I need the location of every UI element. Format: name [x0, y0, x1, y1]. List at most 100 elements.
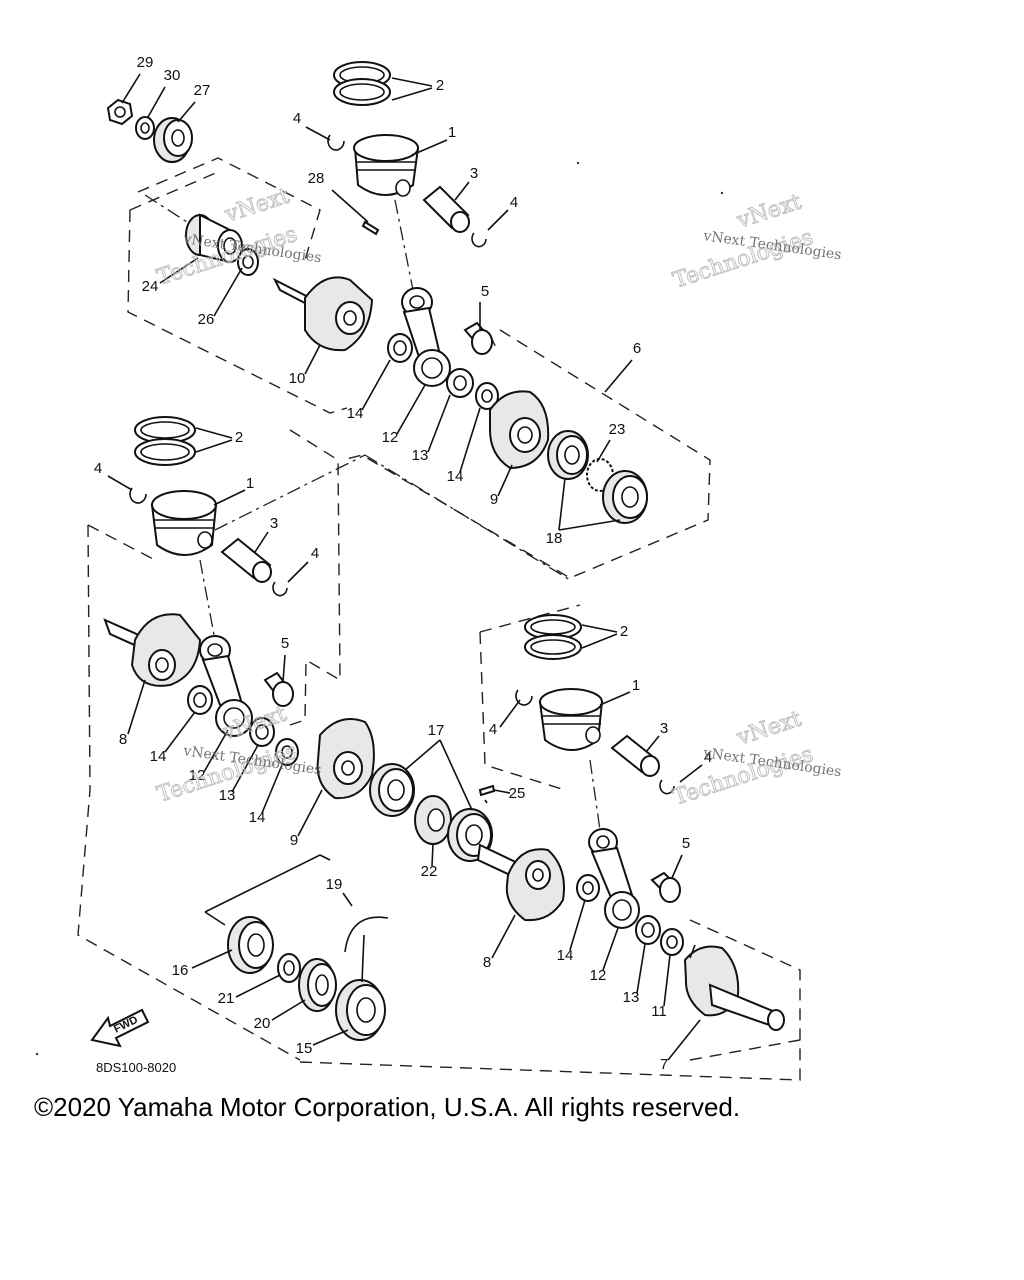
right-cylinder-parts — [515, 614, 681, 929]
callout-20: 20 — [254, 1015, 271, 1032]
circlip-19 — [344, 916, 389, 953]
crank-7 — [683, 944, 785, 1031]
leader-lines — [107, 73, 703, 1061]
callout-21: 21 — [218, 990, 235, 1007]
callout-14: 14 — [447, 468, 464, 485]
bearing-18-a — [547, 430, 589, 480]
callout-26: 26 — [198, 311, 215, 328]
piston-rings-2-mid — [134, 416, 196, 466]
callout-19: 19 — [326, 876, 343, 893]
connecting-rod-12-right — [588, 828, 640, 929]
callout-13: 13 — [623, 989, 640, 1006]
callout-28: 28 — [308, 170, 325, 187]
piston-1-mid — [150, 490, 218, 556]
piston-1-top — [353, 134, 420, 197]
callout-25: 25 — [509, 785, 526, 802]
clip-4-mid-b — [272, 581, 288, 597]
callout-22: 22 — [421, 863, 438, 880]
nut-29 — [106, 98, 134, 126]
top-cylinder-parts — [106, 61, 648, 524]
callout-5: 5 — [481, 283, 489, 300]
callout-4: 4 — [293, 110, 301, 127]
bearing-24 — [185, 213, 243, 264]
bearing-18-b — [602, 470, 648, 524]
oil-seal-27 — [153, 117, 193, 163]
callout-4: 4 — [704, 749, 712, 766]
callout-6: 6 — [633, 340, 641, 357]
callout-30: 30 — [164, 67, 181, 84]
washer-30 — [135, 116, 155, 140]
crank-9-top — [489, 390, 550, 470]
piston-rings-2-top — [333, 61, 391, 106]
piston-pin-3-top — [422, 185, 470, 233]
copyright-notice: ©2020 Yamaha Motor Corporation, U.S.A. A… — [34, 1092, 741, 1122]
crank-8-mid — [103, 613, 202, 687]
alignment-lines — [144, 194, 601, 831]
callout-1: 1 — [246, 475, 254, 492]
callout-13: 13 — [219, 787, 236, 804]
callout-3: 3 — [470, 165, 478, 182]
clip-4-top-b — [471, 232, 487, 248]
callout-8: 8 — [483, 954, 491, 971]
key-28 — [361, 220, 380, 236]
callout-4: 4 — [489, 721, 497, 738]
callout-3: 3 — [270, 515, 278, 532]
callout-4: 4 — [311, 545, 319, 562]
seal-26 — [237, 248, 259, 276]
bearing-5-mid — [263, 671, 294, 707]
bearing-5-right — [650, 871, 681, 903]
callout-15: 15 — [296, 1040, 313, 1057]
crank-10 — [272, 276, 374, 352]
callout-2: 2 — [235, 429, 243, 446]
callout-4: 4 — [510, 194, 518, 211]
callout-2: 2 — [620, 623, 628, 640]
assembly-outlines — [77, 157, 801, 1081]
lower-crank-parts — [227, 843, 785, 1041]
watermark-text: vNext — [733, 707, 805, 752]
callout-27: 27 — [194, 82, 211, 99]
forward-arrow-icon: FWD — [90, 1008, 150, 1048]
clip-4-top-a — [327, 134, 345, 151]
connecting-rod-12-mid — [199, 635, 253, 737]
watermark-text: vNext — [733, 190, 805, 235]
callout-18: 18 — [546, 530, 563, 547]
callout-17: 17 — [428, 722, 445, 739]
watermark-group: vNext Technologies vNext Technologies vN… — [154, 183, 843, 811]
callout-14: 14 — [347, 405, 364, 422]
callout-16: 16 — [172, 962, 189, 979]
callout-5: 5 — [682, 835, 690, 852]
crank-9-mid — [316, 718, 375, 800]
callout-12: 12 — [189, 767, 206, 784]
middle-cylinder-parts — [103, 416, 496, 862]
callout-13: 13 — [412, 447, 429, 464]
callout-14: 14 — [150, 748, 167, 765]
clip-4-right-b — [659, 779, 675, 795]
bearing-5-top — [463, 321, 493, 355]
callout-1: 1 — [632, 677, 640, 694]
callout-7: 7 — [660, 1056, 668, 1073]
callout-1: 1 — [448, 124, 456, 141]
piston-rings-2-right — [524, 614, 582, 660]
callout-23: 23 — [609, 421, 626, 438]
crank-8-lower — [476, 843, 565, 922]
clip-4-mid-a — [129, 487, 147, 504]
piston-pin-3-right — [610, 734, 660, 777]
callout-14: 14 — [249, 809, 266, 826]
pin-25 — [478, 784, 496, 797]
piston-pin-3-mid — [220, 537, 272, 583]
callout-9: 9 — [490, 491, 498, 508]
diagram-code: 8DS100-8020 — [96, 1060, 177, 1075]
callout-24: 24 — [142, 278, 159, 295]
watermark-text: vNext — [221, 184, 293, 229]
callout-12: 12 — [382, 429, 399, 446]
callout-3: 3 — [660, 720, 668, 737]
callout-14: 14 — [557, 947, 574, 964]
callout-10: 10 — [289, 370, 306, 387]
callout-2: 2 — [436, 77, 444, 94]
seal-20 — [298, 958, 337, 1012]
callout-8: 8 — [119, 731, 127, 748]
connecting-rod-12-top — [401, 287, 451, 387]
callout-9: 9 — [290, 832, 298, 849]
